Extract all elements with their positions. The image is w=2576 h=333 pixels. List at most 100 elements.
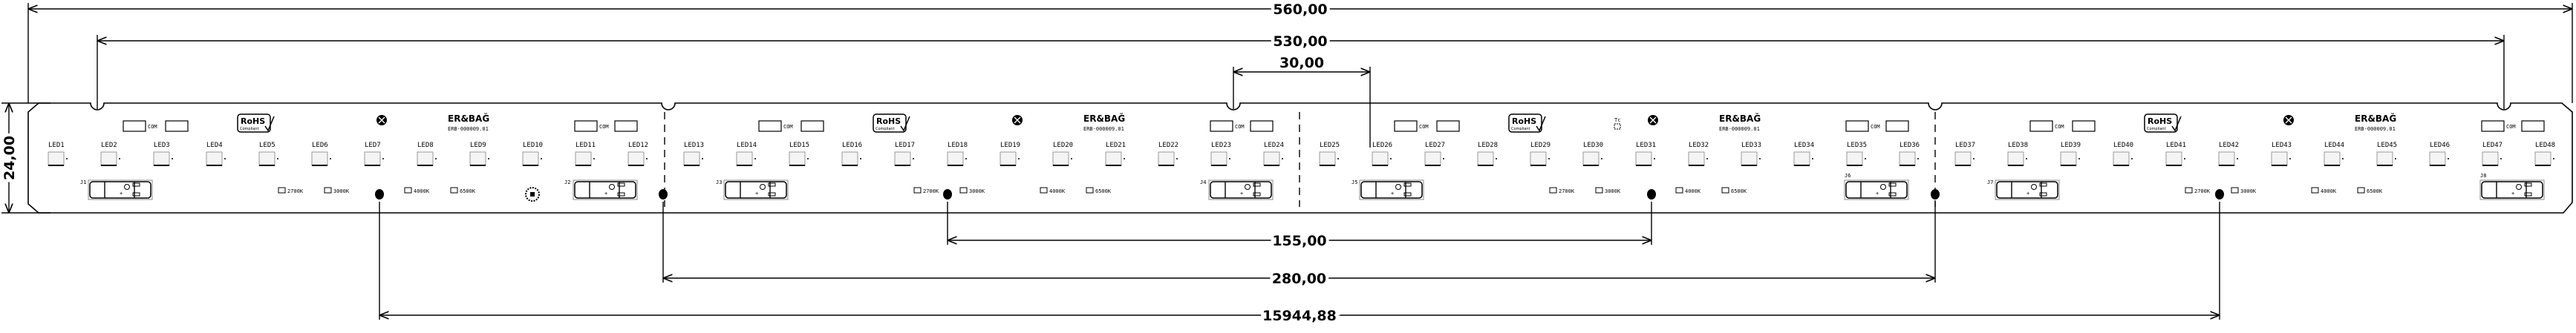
color-temp-label: 6500K	[460, 188, 476, 194]
led-footprint	[1158, 151, 1175, 166]
color-temp-pad	[450, 187, 458, 194]
led-polarity-dot	[2078, 158, 2080, 159]
led-polarity-dot	[1229, 158, 1230, 159]
connector-body	[1360, 181, 1423, 199]
com-pad	[123, 120, 146, 132]
connector-pad	[617, 192, 625, 197]
led-label: LED40	[2113, 142, 2133, 149]
led-footprint	[1954, 151, 1972, 166]
led-polarity-dot	[2184, 158, 2185, 159]
mounting-hole	[375, 189, 384, 200]
led-footprint	[2429, 151, 2446, 166]
connector-pad	[768, 182, 776, 187]
plus-icon: +	[120, 191, 123, 197]
certification-mark-glyph	[1014, 116, 1021, 124]
connector-pad	[1253, 182, 1261, 187]
connector-label: J1	[80, 179, 86, 185]
mounting-hole	[943, 189, 952, 200]
led-footprint	[736, 151, 753, 166]
led-footprint	[2482, 151, 2499, 166]
led-label: LED9	[470, 142, 486, 149]
led-label: LED14	[737, 142, 757, 149]
connector-label: J3	[716, 179, 722, 185]
led-label: LED16	[842, 142, 862, 149]
connector-body	[89, 181, 151, 199]
rohs-logo	[1508, 113, 1542, 133]
led-footprint	[2271, 151, 2288, 166]
com-pad	[1394, 120, 1418, 132]
led-label: LED43	[2272, 142, 2292, 149]
led-label: LED27	[1425, 142, 1445, 149]
rohs-sub: Compliant	[2147, 127, 2166, 131]
led-footprint	[100, 151, 117, 166]
led-polarity-dot	[754, 158, 756, 159]
led-label: LED47	[2482, 142, 2502, 149]
dimension-hole-span-outer: 15944,88	[1262, 308, 1337, 324]
led-polarity-dot	[2289, 158, 2291, 159]
led-polarity-dot	[1548, 158, 1550, 159]
com-pad	[574, 120, 598, 132]
led-footprint	[364, 151, 381, 166]
tc-point-icon	[1614, 123, 1621, 130]
company-logo: ER&BAĞ	[1719, 113, 1761, 124]
color-temp-label: 6500K	[1731, 188, 1747, 194]
dimension-hole-span-280: 280,00	[1272, 271, 1326, 287]
led-polarity-dot	[277, 158, 278, 159]
color-temp-pad	[324, 187, 332, 194]
check-icon	[1536, 116, 1546, 132]
part-number: ERB-000009.01	[448, 126, 489, 132]
led-footprint	[258, 151, 275, 166]
led-polarity-dot	[541, 158, 542, 159]
led-footprint	[1635, 151, 1652, 166]
led-footprint	[1105, 151, 1122, 166]
led-footprint	[2218, 151, 2235, 166]
color-temp-pad	[2185, 187, 2193, 194]
color-temp-pad	[913, 187, 922, 194]
led-polarity-dot	[1282, 158, 1283, 159]
led-label: LED44	[2324, 142, 2344, 149]
color-temp-label: 2700K	[1559, 188, 1575, 194]
led-polarity-dot	[593, 158, 595, 159]
dimension-notch-span: 530,00	[1273, 33, 1327, 50]
led-footprint	[1052, 151, 1069, 166]
com-pad	[1885, 120, 1909, 132]
led-footprint	[2324, 151, 2341, 166]
connector-body	[1996, 181, 2058, 199]
connector-pin-icon	[1880, 184, 1886, 190]
rohs-title: RoHS	[241, 116, 265, 126]
company-logo: ER&BAĞ	[1083, 113, 1125, 124]
com-pad	[2029, 120, 2053, 132]
color-temp-pad	[1675, 187, 1683, 194]
led-footprint	[841, 151, 858, 166]
led-footprint	[894, 151, 911, 166]
plus-icon: +	[1240, 191, 1243, 197]
led-polarity-dot	[807, 158, 809, 159]
connector-body	[1210, 181, 1272, 199]
led-polarity-dot	[66, 158, 68, 159]
led-footprint	[2534, 151, 2551, 166]
connector-pin-icon	[2516, 184, 2522, 190]
led-polarity-dot	[2026, 158, 2027, 159]
led-polarity-dot	[382, 158, 384, 159]
com-pad	[2521, 120, 2545, 132]
connector-pad	[1888, 192, 1897, 197]
com-pad	[165, 120, 189, 132]
color-temp-label: 4000K	[1049, 188, 1066, 194]
led-polarity-dot	[1443, 158, 1444, 159]
plus-icon: +	[2511, 191, 2514, 197]
connector-pad	[1403, 182, 1412, 187]
mounting-hole	[2215, 189, 2224, 200]
led-footprint	[469, 151, 486, 166]
rohs-title: RoHS	[2148, 116, 2172, 126]
led-footprint	[1477, 151, 1494, 166]
color-temp-label: 6500K	[2367, 188, 2383, 194]
led-label: LED12	[628, 142, 648, 149]
part-number: ERB-000009.01	[1083, 126, 1124, 132]
led-polarity-dot	[2553, 158, 2554, 159]
part-number: ERB-000009.01	[1719, 126, 1760, 132]
color-temp-label: 6500K	[1095, 188, 1112, 194]
led-polarity-dot	[119, 158, 120, 159]
led-footprint	[1530, 151, 1547, 166]
color-temp-pad	[2357, 187, 2365, 194]
tc-label: Tc	[1614, 117, 1620, 123]
